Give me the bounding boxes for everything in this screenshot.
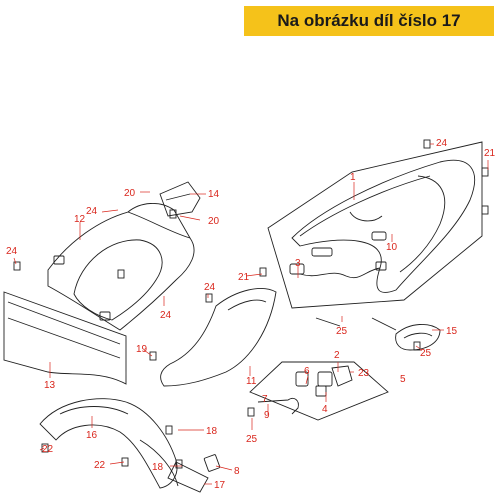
callout-25b: 25 [420,348,432,359]
callout-22a: 22 [42,444,54,455]
callout-13: 13 [44,380,56,391]
callout-2: 2 [334,350,340,361]
callout-4: 4 [322,404,328,415]
callout-15: 15 [446,326,458,337]
callout-labels: 1 2 3 4 5 6 7 8 9 10 11 12 13 14 15 16 1… [6,138,496,491]
callout-25a: 25 [336,326,348,337]
callout-24d: 24 [204,282,216,293]
callout-18a: 18 [206,426,218,437]
callout-17: 17 [214,480,226,491]
callout-16: 16 [86,430,98,441]
callout-22b: 22 [94,460,106,471]
callout-20b: 20 [208,216,220,227]
callout-21b: 21 [238,272,250,283]
callout-10: 10 [386,242,398,253]
callout-24e: 24 [160,310,172,321]
callout-24a: 24 [436,138,448,149]
callout-25c: 25 [246,434,258,445]
taillight-assembly [249,361,389,421]
callout-14: 14 [208,189,220,200]
callout-20a: 20 [124,188,136,199]
callout-7: 7 [262,394,268,405]
tail-bracket [159,181,201,217]
callout-24c: 24 [6,246,18,257]
license-bracket [167,454,221,493]
rear-body-cover [47,203,195,331]
callout-19: 19 [136,344,148,355]
fasteners [13,139,489,469]
rear-fender [39,398,179,489]
callout-21a: 21 [484,148,496,159]
seat-assembly [267,141,483,309]
callout-12: 12 [74,214,86,225]
rear-cover [315,317,441,351]
callout-8: 8 [234,466,240,477]
callout-3: 3 [295,258,301,269]
callout-6: 6 [304,366,310,377]
leader-lines [13,143,489,485]
callout-18b: 18 [152,462,164,473]
callout-9: 9 [264,410,270,421]
callout-24b: 24 [86,206,98,217]
callout-23: 23 [358,368,370,379]
highlight-banner: Na obrázku díl číslo 17 [244,6,494,36]
callout-5: 5 [400,374,406,385]
callout-11: 11 [246,376,257,387]
callout-1: 1 [350,172,356,183]
inner-fender [160,288,277,387]
splash-panel [3,291,127,385]
